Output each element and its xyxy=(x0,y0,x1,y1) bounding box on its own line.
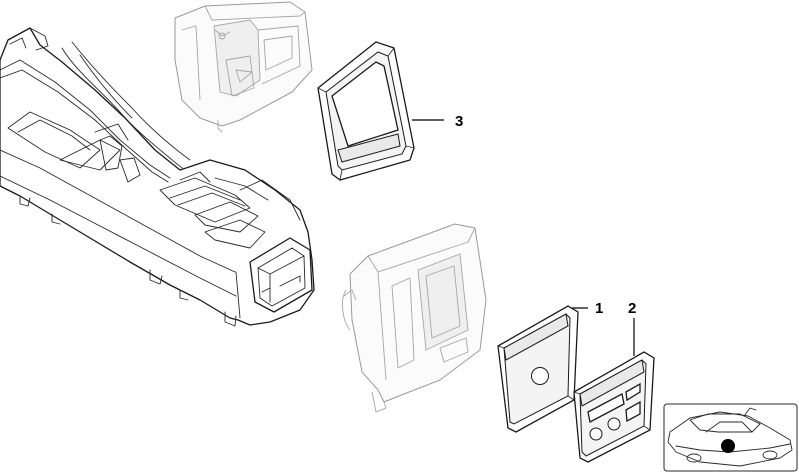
rear-vent-housing-top xyxy=(174,1,313,133)
panel-2-knob-center xyxy=(607,417,621,431)
callout-2: 2 xyxy=(628,300,636,317)
rear-vent-housing-bottom xyxy=(342,223,487,413)
leader-lines xyxy=(412,119,635,356)
panel-2-knob-left xyxy=(589,427,603,441)
callout-numbers: 3 1 2 xyxy=(455,113,636,317)
panel-1-knob xyxy=(531,367,549,385)
trim-frame-panel-3 xyxy=(317,41,415,181)
cover-panel-2 xyxy=(573,351,655,463)
center-console-assembly xyxy=(0,27,315,327)
location-marker-icon xyxy=(721,439,735,453)
callout-3: 3 xyxy=(455,113,463,130)
cover-panel-1 xyxy=(497,305,579,433)
callout-1: 1 xyxy=(595,300,603,317)
vehicle-location-thumbnail xyxy=(663,403,798,472)
